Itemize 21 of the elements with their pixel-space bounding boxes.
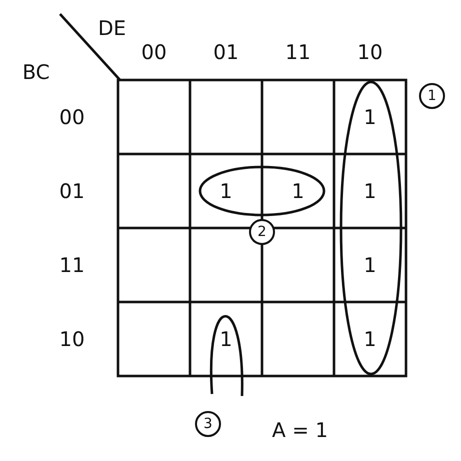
column-header: 11: [285, 42, 311, 62]
row-header: 01: [59, 181, 85, 201]
callout-number: 2: [249, 219, 275, 245]
cell-value: 1: [364, 181, 376, 201]
column-header: 00: [141, 42, 167, 62]
callout-number: 1: [419, 83, 445, 109]
cell-value: 1: [364, 329, 376, 349]
row-header: 10: [59, 329, 85, 349]
callout-number: 3: [195, 411, 221, 437]
cell-value: 1: [220, 181, 232, 201]
row-header: 11: [59, 255, 85, 275]
column-header: 01: [213, 42, 239, 62]
equation-text: A = 1: [272, 420, 328, 440]
cell-value: 1: [292, 181, 304, 201]
axis-label: BC: [22, 62, 50, 82]
axis-label: DE: [98, 18, 126, 38]
cell-value: 1: [364, 107, 376, 127]
column-header: 10: [357, 42, 383, 62]
cell-value: 1: [364, 255, 376, 275]
cell-value: 1: [220, 329, 232, 349]
row-header: 00: [59, 107, 85, 127]
